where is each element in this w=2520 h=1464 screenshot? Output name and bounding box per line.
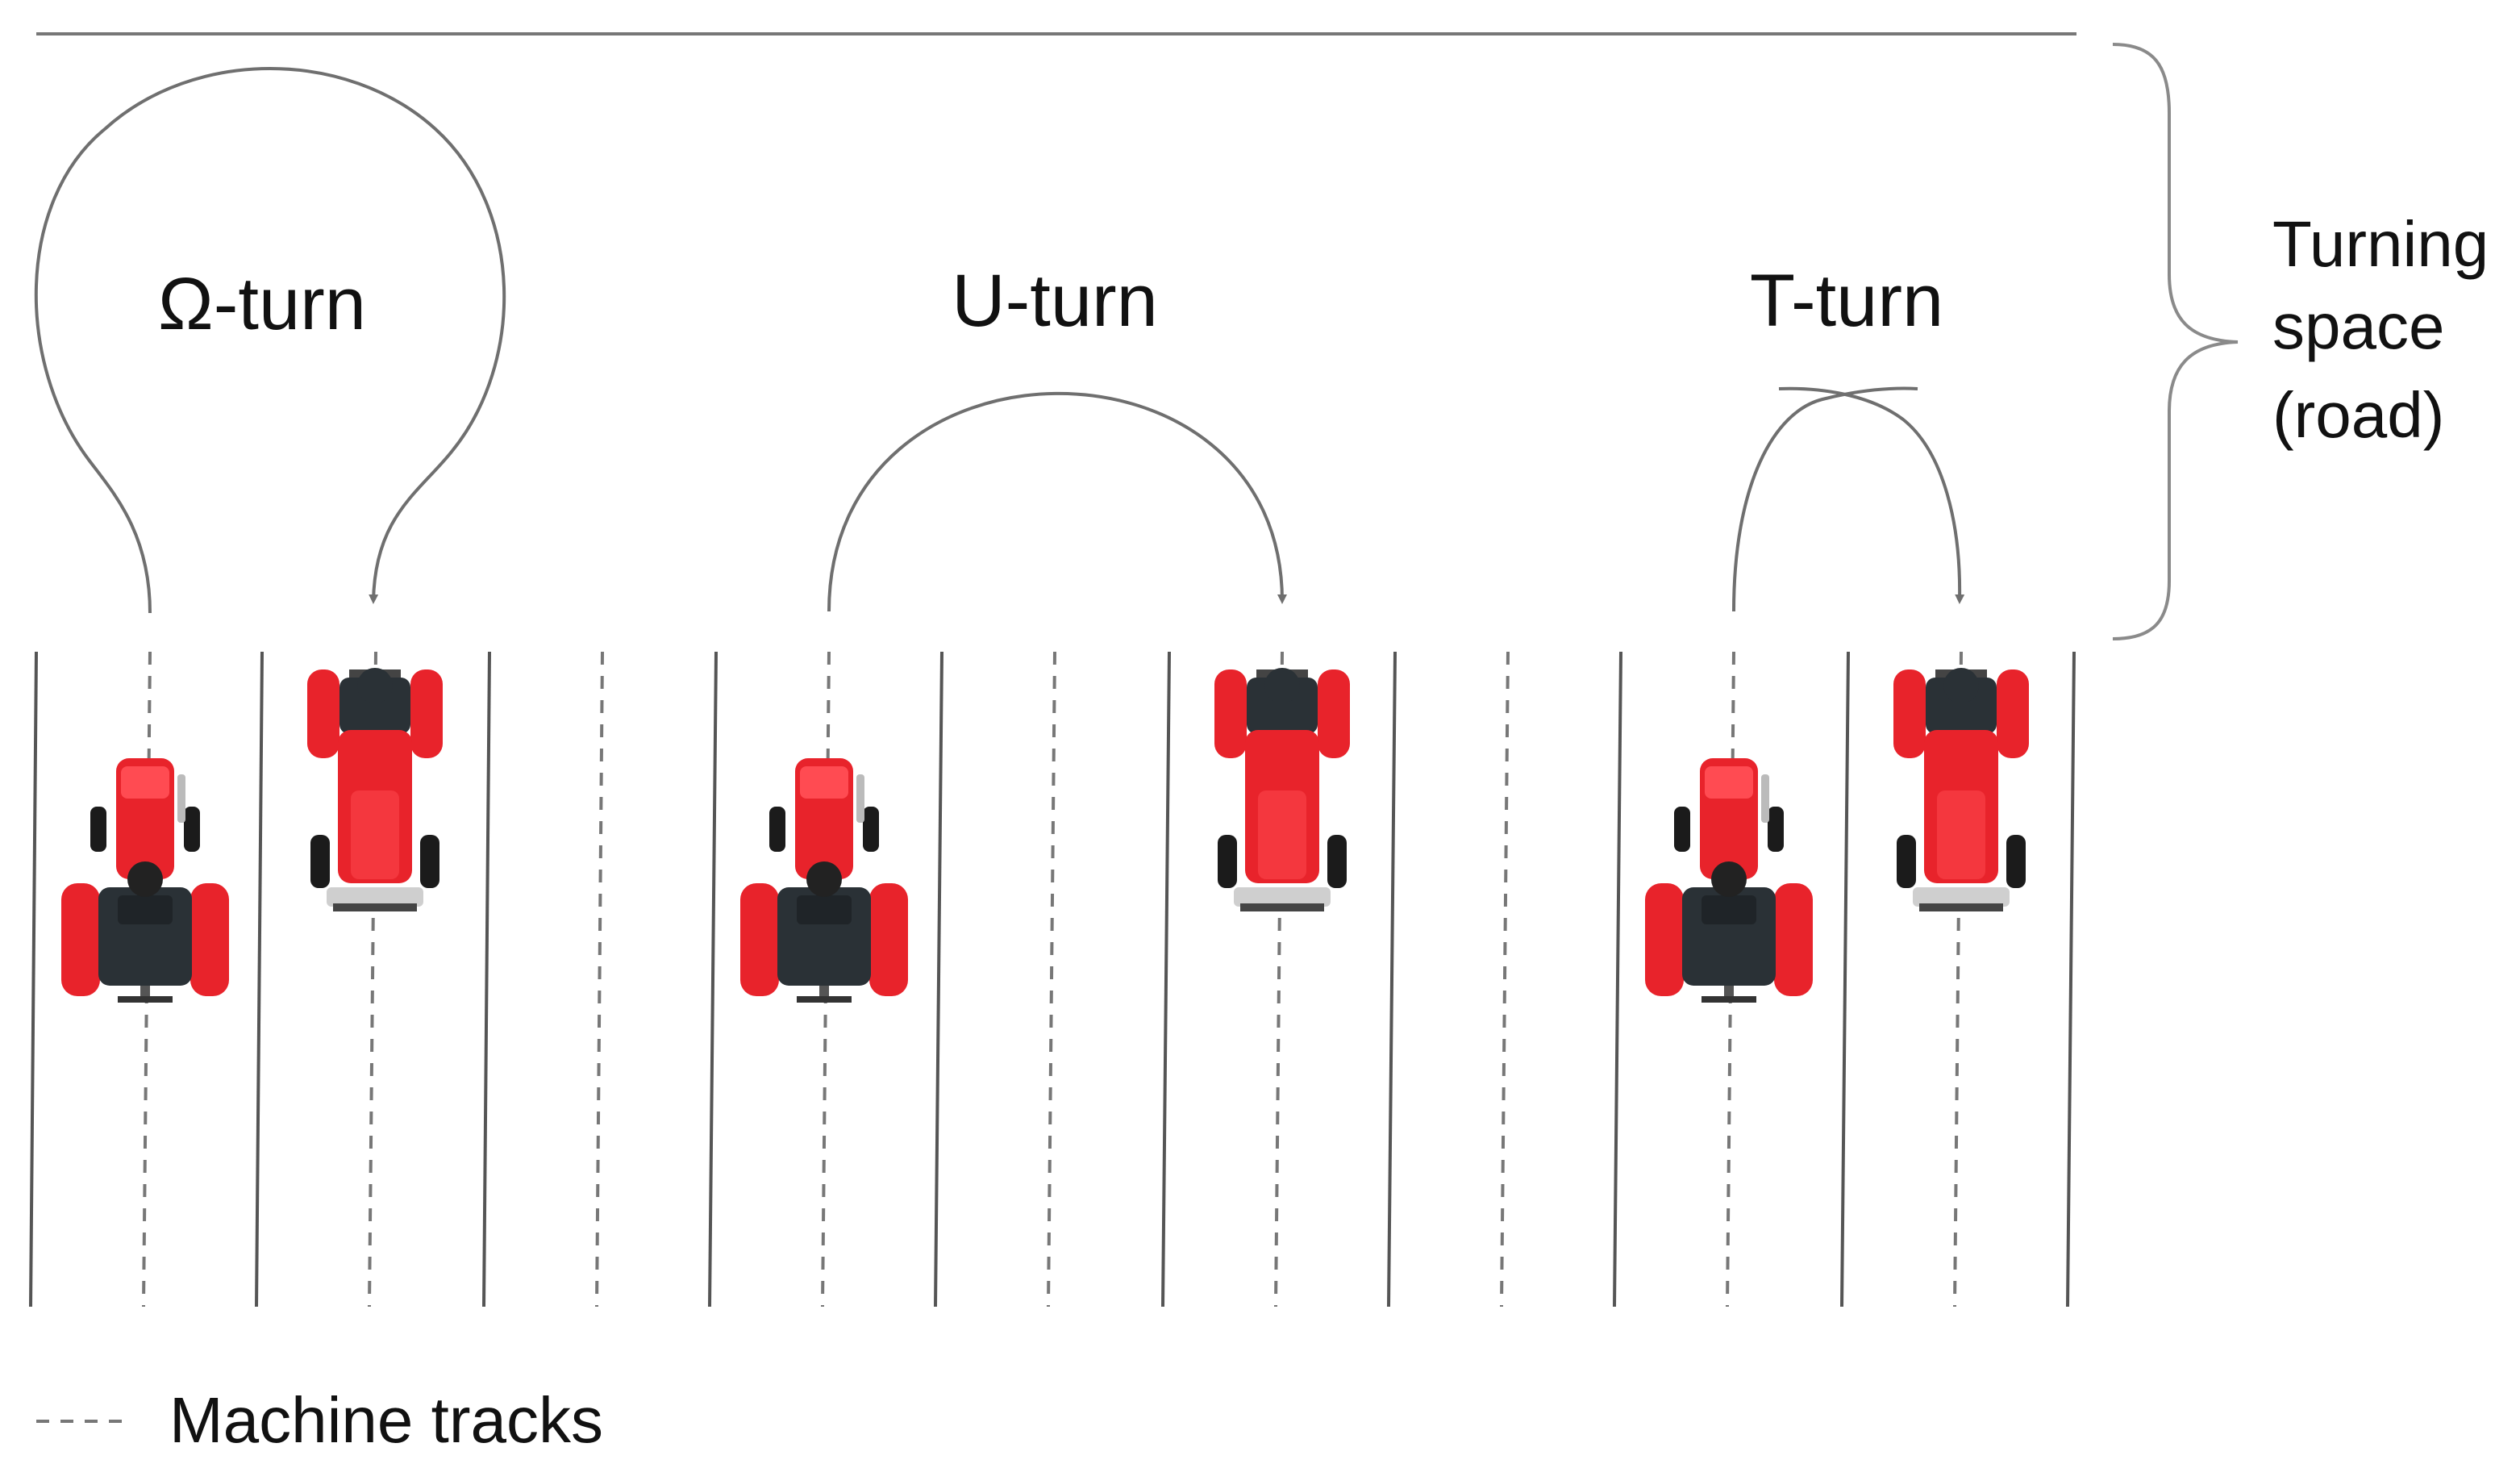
tractor-up-icon [1645,758,1813,1003]
omega-turn-label: Ω-turn [158,263,366,345]
turning-space-label-line3: (road) [2272,379,2444,451]
tractor-down-icon [307,668,443,911]
field-row-boundaries [29,651,2076,1308]
tractor-up-icon [740,758,908,1003]
u-turn-label: U-turn [952,260,1158,342]
t-turn-path [1732,386,1965,612]
tractor-down-icon [1893,668,2029,911]
turning-space-brace [2112,43,2239,640]
tractor-down-icon [1214,668,1350,911]
omega-turn-path [34,67,506,614]
legend-machine-tracks-label: Machine tracks [169,1384,603,1456]
u-turn-path [827,391,1287,612]
turning-space-label-line1: Turning [2272,208,2489,280]
t-turn-label: T-turn [1750,260,1943,342]
turning-space-label-line2: space [2272,290,2444,362]
tractor-up-icon [61,758,229,1003]
